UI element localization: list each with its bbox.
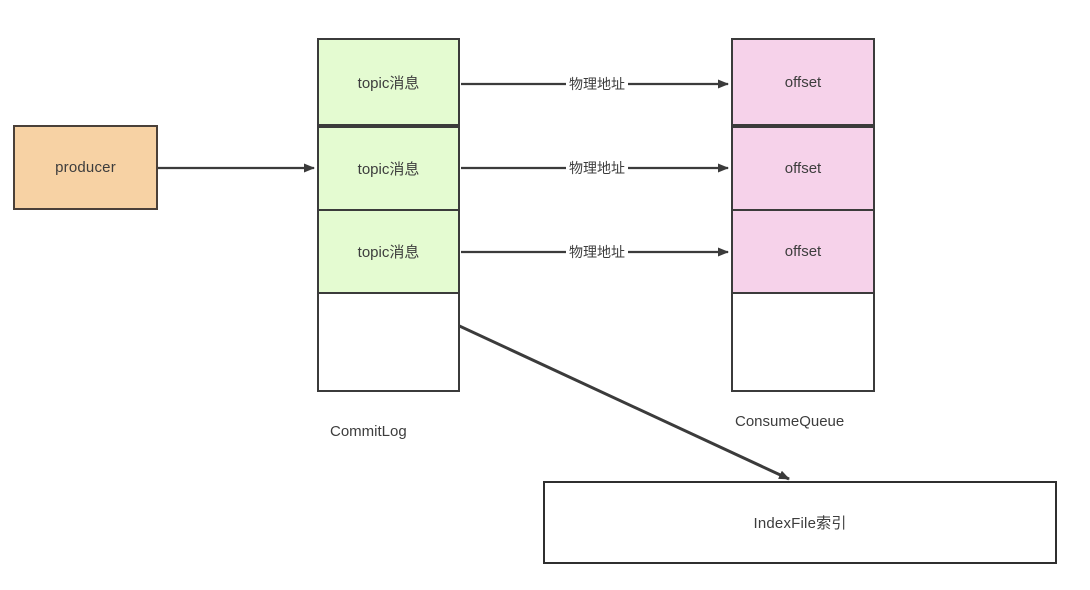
commitlog-column[interactable]: topic消息 topic消息 topic消息 — [317, 38, 460, 392]
edge-label-physical-address: 物理地址 — [566, 158, 628, 178]
consumequeue-cell-label: offset — [784, 160, 822, 177]
indexfile-node[interactable]: IndexFile索引 — [543, 481, 1057, 564]
consumequeue-column[interactable]: offset offset offset — [731, 38, 875, 392]
producer-label: producer — [55, 159, 116, 176]
consumequeue-cell[interactable]: offset — [731, 126, 875, 211]
commitlog-cell[interactable]: topic消息 — [317, 38, 460, 126]
consumequeue-cell[interactable]: offset — [731, 38, 875, 126]
commitlog-cell[interactable]: topic消息 — [317, 126, 460, 211]
consumequeue-cell-empty[interactable] — [731, 292, 875, 392]
commitlog-cell-label: topic消息 — [357, 74, 420, 92]
consumequeue-cell[interactable]: offset — [731, 209, 875, 294]
edge-label-physical-address: 物理地址 — [566, 74, 628, 94]
consumequeue-cell-label: offset — [784, 243, 822, 260]
indexfile-label: IndexFile索引 — [753, 515, 847, 532]
edge-label-physical-address: 物理地址 — [566, 242, 628, 262]
consumequeue-cell-label: offset — [784, 73, 822, 91]
commitlog-cell-label: topic消息 — [357, 161, 420, 178]
commitlog-caption: CommitLog — [330, 423, 407, 440]
commitlog-cell[interactable]: topic消息 — [317, 209, 460, 294]
producer-node[interactable]: producer — [13, 125, 158, 210]
commitlog-cell-label: topic消息 — [357, 244, 420, 261]
commitlog-cell-empty[interactable] — [317, 292, 460, 392]
consumequeue-caption: ConsumeQueue — [735, 413, 845, 430]
